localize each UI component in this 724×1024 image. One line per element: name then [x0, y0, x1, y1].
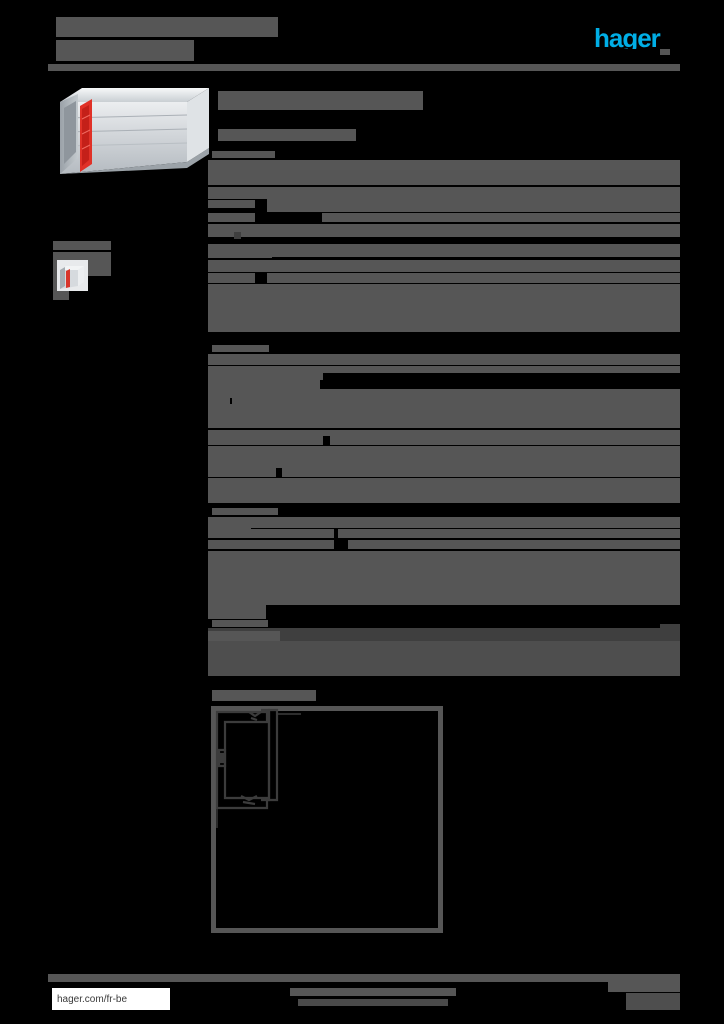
section-2-row-7	[208, 446, 680, 468]
section-2-row-1	[208, 354, 680, 365]
footer-url-text: hager.com/fr-be	[57, 993, 128, 1005]
section-2-heading	[212, 345, 269, 352]
section-3-row-5	[208, 560, 680, 605]
highlight-band-superscript	[660, 624, 680, 633]
highlight-band-heading	[208, 628, 680, 641]
highlight-band-tag	[212, 620, 268, 627]
product-photo-thumbnail[interactable]	[57, 260, 88, 291]
section-1-row-5-label	[208, 224, 272, 237]
section-1-row-7	[208, 260, 680, 272]
drawing-canvas[interactable]	[205, 700, 325, 835]
footer-page-number	[626, 993, 680, 1010]
section-2-row-4-label	[208, 404, 258, 428]
section-1-heading	[212, 151, 275, 158]
logo-underline-mark	[660, 49, 670, 55]
hager-logo[interactable]: hager	[594, 27, 661, 49]
thumbnail-caption	[53, 241, 111, 250]
section-1-row-4-label	[208, 213, 255, 222]
drawing-caption	[212, 690, 316, 701]
section-3-row-3-value	[348, 540, 680, 549]
footer-center-line-1	[290, 988, 456, 996]
cross-section-drawing	[215, 708, 301, 828]
section-1-row-8-value	[267, 273, 680, 283]
header-title-line-2	[56, 40, 194, 61]
section-1-row-3-value	[267, 196, 680, 212]
section-3-row-2-label	[208, 529, 334, 538]
section-3-row-2-value	[338, 529, 680, 538]
section-2-row-6-label	[208, 436, 323, 445]
highlight-band-heading-label	[208, 631, 280, 641]
section-3-row-3-label	[208, 540, 334, 549]
section-1-bullet-marker	[234, 232, 241, 239]
trunking-illustration	[60, 88, 209, 174]
section-2-row-9	[208, 478, 680, 503]
page-subtitle	[218, 129, 356, 141]
drawing-frame	[211, 706, 443, 933]
section-2-row-8-value	[282, 468, 680, 477]
section-1-row-1	[208, 160, 680, 185]
section-3-row-4	[208, 551, 680, 560]
section-2-row-3-value	[208, 389, 680, 398]
section-1-row-9	[208, 284, 680, 332]
section-3-row-1-label	[208, 521, 251, 529]
section-1-row-4-value	[322, 213, 680, 222]
section-1-row-5-value	[272, 224, 680, 237]
header-title-line-1	[56, 17, 278, 37]
section-1-row-10-label	[208, 322, 258, 332]
footer-center-line-2	[298, 999, 448, 1006]
page-title	[218, 91, 423, 110]
footer-right-line-1	[608, 982, 680, 992]
section-2-row-8-label	[208, 468, 276, 477]
section-2-row-1-label	[208, 358, 251, 365]
section-2-row-5	[208, 430, 680, 436]
section-3-row-1	[208, 517, 680, 528]
section-3-heading	[212, 508, 278, 515]
footer-url-badge[interactable]: hager.com/fr-be	[52, 988, 170, 1010]
section-1-row-8-label	[208, 273, 255, 283]
section-2-row-4-marker	[208, 396, 230, 406]
highlight-band-body	[208, 641, 680, 676]
trunking-thumbnail-illustration	[57, 260, 88, 291]
section-1-row-3-label	[208, 200, 255, 208]
section-2-row-3-label	[208, 380, 320, 389]
section-2-row-6-value	[330, 436, 680, 445]
section-1-row-6	[208, 244, 680, 257]
section-3-row-6-label	[208, 605, 266, 619]
section-2-row-4	[232, 398, 680, 428]
footer-divider	[48, 974, 680, 982]
section-2-row-2-top	[208, 366, 680, 373]
header-divider	[48, 64, 680, 71]
section-1-row-6-label	[208, 249, 272, 258]
product-photo-main[interactable]	[52, 84, 209, 177]
